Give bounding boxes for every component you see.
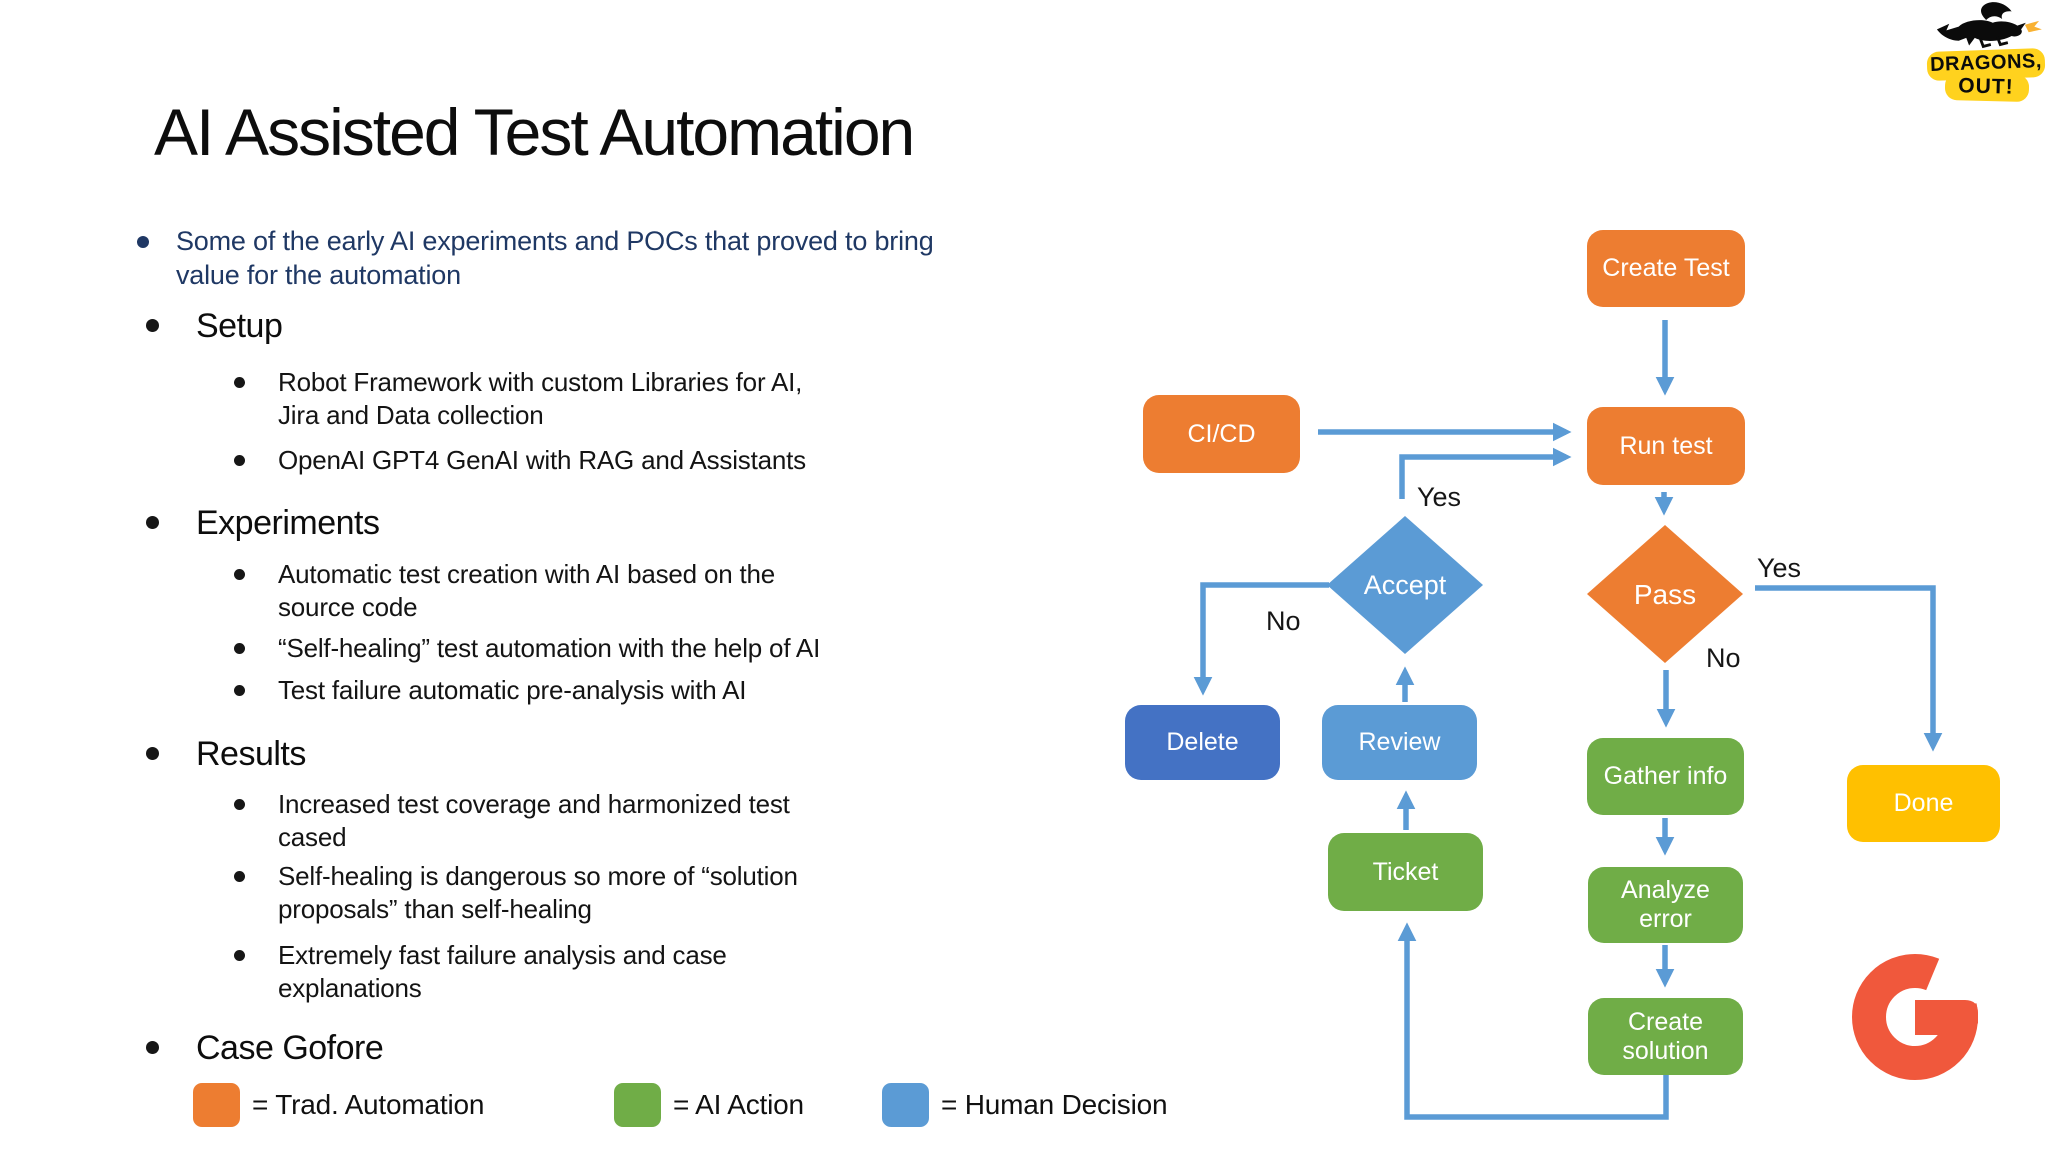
dragons-out-text-line2: OUT!: [1958, 74, 2014, 99]
legend-item-trad-automation: = Trad. Automation: [193, 1083, 484, 1127]
bullet-dot: [234, 377, 245, 388]
flow-node-ticket: Ticket: [1328, 833, 1483, 911]
flow-node-cicd: CI/CD: [1143, 395, 1300, 473]
bullet-dot: [234, 569, 245, 580]
arrow-accept-no-to-delete: [1193, 582, 1329, 696]
page-title: AI Assisted Test Automation: [154, 95, 915, 169]
arrow-pass-yes-to-done: [1755, 585, 1943, 752]
bullet-dot: [234, 950, 245, 961]
list-item: “Self-healing” test automation with the …: [234, 632, 820, 665]
arrow-create-solution-to-ticket: [1397, 922, 1669, 1120]
gofore-logo: [1852, 946, 1984, 1080]
bullet-dot: [137, 236, 149, 248]
bullet-dot: [234, 685, 245, 696]
bullet-dot: [234, 799, 245, 810]
dragons-out-logo: DRAGONS, OUT!: [1923, 2, 2048, 104]
flow-node-analyze-error: Analyze error: [1588, 867, 1743, 943]
bullet-dot: [146, 1041, 159, 1054]
flow-node-done: Done: [1847, 765, 2000, 842]
flow-node-run-test: Run test: [1587, 407, 1745, 485]
list-item: Extremely fast failure analysis and case…: [234, 939, 727, 1005]
section-heading-experiments: Experiments: [146, 503, 380, 543]
section-heading-results: Results: [146, 734, 306, 774]
edge-label-no-accept: No: [1266, 606, 1301, 636]
intro-text: Some of the early AI experiments and POC…: [176, 226, 934, 290]
edge-label-no-pass: No: [1706, 643, 1741, 673]
list-item: Automatic test creation with AI based on…: [234, 558, 775, 624]
legend-swatch-green: [614, 1083, 661, 1127]
list-item: Test failure automatic pre-analysis with…: [234, 674, 746, 707]
bullet-dot: [234, 455, 245, 466]
bullet-dot: [146, 747, 159, 760]
flow-node-review: Review: [1322, 705, 1477, 780]
bullet-dot: [234, 643, 245, 654]
bullet-dot: [146, 516, 159, 529]
flow-node-create-test: Create Test: [1587, 230, 1745, 307]
bullet-dot: [146, 319, 159, 332]
section-heading-case-gofore: Case Gofore: [146, 1028, 384, 1068]
legend-item-ai-action: = AI Action: [614, 1083, 804, 1127]
edge-label-yes-pass: Yes: [1757, 553, 1802, 583]
bullet-dot: [234, 871, 245, 882]
list-item: Self-healing is dangerous so more of “so…: [234, 860, 798, 926]
legend-item-human-decision: = Human Decision: [882, 1083, 1168, 1127]
flow-node-create-solution: Create solution: [1588, 998, 1743, 1075]
edge-label-yes-accept: Yes: [1417, 482, 1462, 512]
arrow-accept-yes-to-run-test: [1399, 447, 1572, 499]
section-heading-setup: Setup: [146, 306, 283, 346]
list-item: Robot Framework with custom Libraries fo…: [234, 366, 802, 432]
flow-node-delete: Delete: [1125, 705, 1280, 780]
list-item: OpenAI GPT4 GenAI with RAG and Assistant…: [234, 444, 806, 477]
legend-swatch-orange: [193, 1083, 240, 1127]
dragon-icon: [1936, 2, 2042, 49]
legend-swatch-blue: [882, 1083, 929, 1127]
list-item: Increased test coverage and harmonized t…: [234, 788, 790, 854]
intro-bullet: Some of the early AI experiments and POC…: [137, 224, 934, 292]
flow-node-gather-info: Gather info: [1587, 738, 1744, 815]
